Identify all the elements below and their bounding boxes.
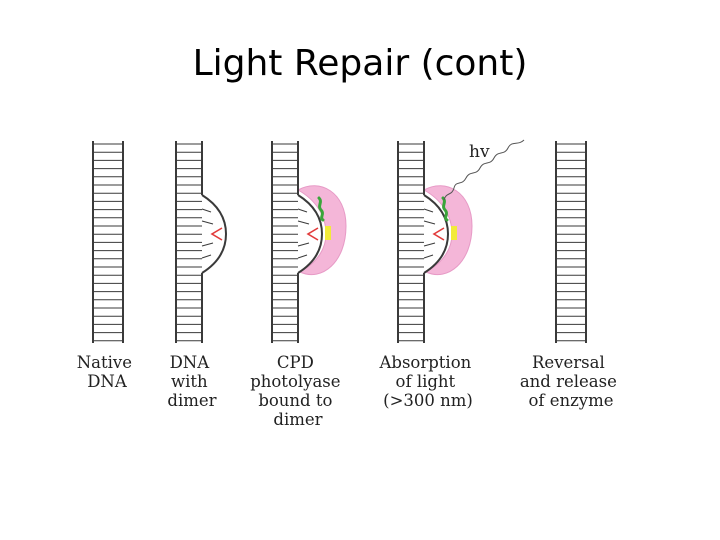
label-line: dimer <box>167 391 216 410</box>
dna-ladder <box>175 141 203 343</box>
dna-ladder <box>397 141 425 343</box>
label-line: of light <box>396 372 456 391</box>
slide-title: Light Repair (cont) <box>192 43 528 84</box>
dna-bulge <box>297 194 324 274</box>
photon-wave <box>443 139 525 201</box>
chromophore-yellow <box>325 226 331 240</box>
dna-bulge <box>423 194 450 274</box>
bulge-rungs <box>423 208 436 259</box>
chromophore-green <box>317 196 325 222</box>
stage-release: Reversal and release of enzyme <box>520 141 622 410</box>
photon-symbol: hv <box>469 142 490 162</box>
label-line: dimer <box>273 410 322 429</box>
dna-bulge <box>201 194 228 274</box>
label-line: Absorption <box>378 353 471 372</box>
chromophore-green <box>441 196 449 222</box>
dna-ladder <box>271 141 299 343</box>
label-line: of enzyme <box>528 391 613 410</box>
photolyase-enzyme <box>296 185 347 276</box>
stage-label-native: Native DNA <box>77 353 138 391</box>
label-line: and release <box>520 372 617 391</box>
stage-label-absorption: Absorption of light (>300 nm) <box>378 353 476 410</box>
pyrimidine-dimer <box>210 227 223 241</box>
label-line: bound to <box>258 391 332 410</box>
bulge-rungs <box>297 208 310 259</box>
label-line: DNA <box>170 353 211 372</box>
stage-absorption: hv Absorption of light (>300 nm) <box>378 139 525 410</box>
label-line: (>300 nm) <box>383 391 473 410</box>
dna-ladder <box>555 141 587 343</box>
dna-ladder <box>92 141 124 343</box>
stage-photolyase-bound: CPD photolyase bound to dimer <box>250 141 347 429</box>
label-line: Reversal <box>532 353 605 372</box>
bulge-rungs <box>201 208 214 259</box>
photolyase-enzyme <box>422 185 473 276</box>
stage-native-dna: Native DNA <box>77 141 138 391</box>
pyrimidine-dimer <box>306 227 319 241</box>
stage-label-dimer: DNA with dimer <box>167 353 216 410</box>
pyrimidine-dimer <box>432 227 445 241</box>
label-line: DNA <box>87 372 128 391</box>
label-line: photolyase <box>250 372 340 391</box>
chromophore-yellow <box>451 226 457 240</box>
label-line: CPD <box>277 353 314 372</box>
stage-label-bound: CPD photolyase bound to dimer <box>250 353 346 429</box>
label-line: Native <box>77 353 132 372</box>
label-line: with <box>171 372 208 391</box>
stage-label-release: Reversal and release of enzyme <box>520 353 622 410</box>
stage-dna-with-dimer: DNA with dimer <box>167 141 228 410</box>
